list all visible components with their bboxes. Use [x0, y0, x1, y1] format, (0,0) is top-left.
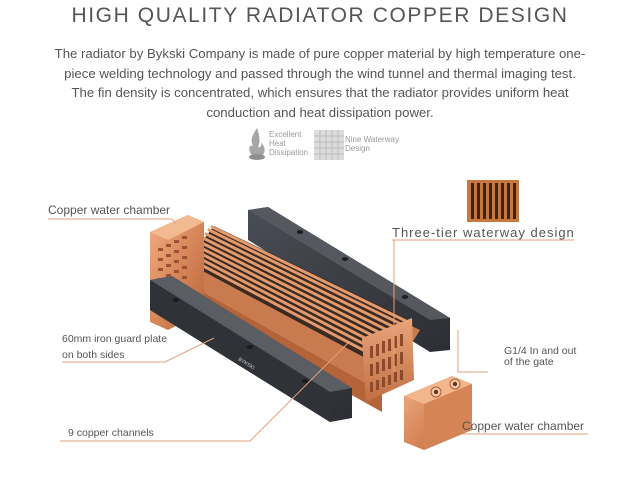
core-end-cap	[362, 318, 414, 402]
front-guard-plate: BYKSKI	[150, 276, 352, 422]
page-title: HIGH QUALITY RADIATOR COPPER DESIGN	[71, 4, 569, 27]
feature-heat-dissipation: Excellent Heat Dissipation	[246, 126, 316, 162]
flame-heat-icon	[249, 128, 265, 160]
intro-line: piece welding technology and passed thro…	[64, 65, 576, 81]
right-copper-chamber	[404, 376, 472, 450]
intro-line: The fin density is concentrated, which e…	[71, 85, 569, 100]
intro-line: The radiator by Bykski Company is made o…	[54, 46, 586, 61]
label-guard-plate-line2: on both sides	[62, 349, 125, 361]
callout-leaders	[48, 218, 588, 442]
intro-paragraph: The radiator by Bykski Company is made o…	[40, 44, 600, 122]
label-g14-line2: of the gate	[504, 356, 554, 368]
feature-label: Excellent Heat Dissipation	[269, 130, 309, 157]
label-copper-chamber-left: Copper water chamber	[48, 203, 171, 217]
feature-nine-waterway: Nine Waterway Design	[314, 126, 414, 162]
waterway-grid-icon	[314, 130, 344, 160]
label-copper-chamber-right: Copper water chamber	[462, 419, 585, 433]
label-three-tier: Three-tier waterway design	[392, 225, 575, 240]
label-g14-line1: G1/4 In and out	[504, 345, 577, 357]
feature-label: Nine Waterway Design	[345, 135, 399, 153]
three-tier-detail	[467, 180, 519, 222]
label-guard-plate-line1: 60mm iron guard plate	[62, 333, 168, 345]
label-copper-channels: 9 copper channels	[68, 427, 154, 439]
intro-line: conduction and heat dissipation power.	[206, 104, 434, 120]
copper-channel-tubes	[186, 225, 412, 364]
